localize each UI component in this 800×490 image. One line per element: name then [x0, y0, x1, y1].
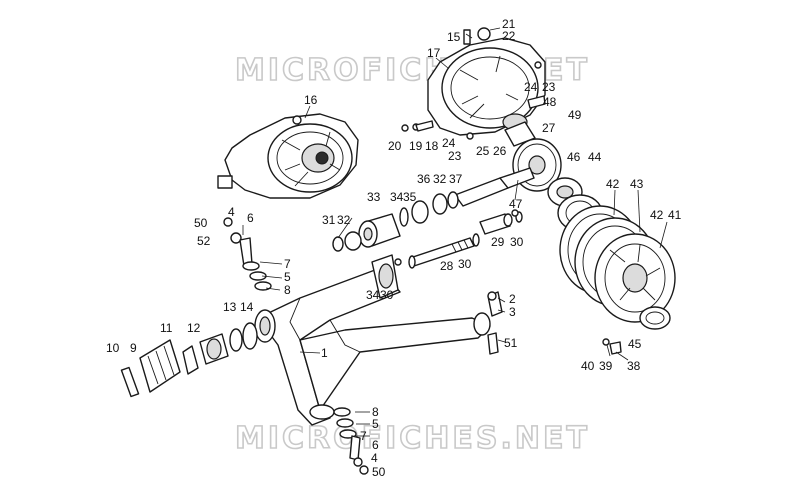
part-label-11: 11	[160, 321, 173, 335]
part-label-18: 18	[425, 139, 439, 153]
part-label-7-bottom: 7	[360, 429, 367, 443]
drive-shaft	[408, 233, 480, 269]
part-label-41: 41	[668, 208, 682, 222]
part-label-19: 19	[409, 139, 423, 153]
part-label-31: 31	[322, 213, 336, 227]
part-label-14: 14	[240, 300, 254, 314]
part-label-8-top: 8	[284, 283, 291, 297]
part-label-12: 12	[187, 321, 201, 335]
swing-arm	[254, 254, 491, 426]
part-label-40: 40	[581, 359, 595, 373]
drive-housing-17	[427, 27, 546, 136]
part-label-32-right: 32	[433, 172, 447, 186]
part-label-32-left: 32	[337, 213, 351, 227]
part-label-23-bottom: 23	[448, 149, 462, 163]
part-label-50-top: 50	[194, 216, 208, 230]
part-label-35: 35	[403, 190, 417, 204]
part-label-34-bottom: 34	[366, 288, 380, 302]
part-label-23-top: 23	[542, 80, 556, 94]
part-label-51: 51	[504, 336, 518, 350]
part-label-39: 39	[599, 359, 613, 373]
part-label-52: 52	[197, 234, 211, 248]
part-label-37: 37	[449, 172, 463, 186]
part-label-42-top: 42	[606, 177, 620, 191]
drive-housing-16	[217, 113, 359, 199]
part-label-6-bottom: 6	[372, 438, 379, 452]
part-label-49: 49	[568, 108, 582, 122]
part-label-5-bottom: 5	[372, 417, 379, 431]
part-label-44: 44	[588, 150, 602, 164]
part-label-10: 10	[106, 341, 120, 355]
part-label-46: 46	[567, 150, 581, 164]
part-label-4-top: 4	[228, 205, 235, 219]
part-label-30-c: 30	[380, 288, 394, 302]
bearing-housing	[332, 213, 401, 252]
part-label-28: 28	[440, 259, 454, 273]
fasteners	[223, 29, 622, 475]
part-number-labels: 1 2 3 4 4 5 5 6 6 7 7 8 8 9 10 11 12 13 …	[106, 17, 682, 479]
part-label-13: 13	[223, 300, 237, 314]
part-label-7-top: 7	[284, 257, 291, 271]
part-label-6-top: 6	[247, 211, 254, 225]
part-label-47: 47	[509, 197, 523, 211]
part-label-33: 33	[367, 190, 381, 204]
part-label-21: 21	[502, 17, 516, 31]
part-label-45: 45	[628, 337, 642, 351]
part-label-4-bottom: 4	[371, 451, 378, 465]
part-label-48: 48	[543, 95, 557, 109]
part-label-29: 29	[491, 235, 505, 249]
part-label-26: 26	[493, 144, 507, 158]
part-label-50-bottom: 50	[372, 465, 386, 479]
part-label-20: 20	[388, 139, 402, 153]
pinion-shaft	[399, 167, 535, 227]
part-label-9: 9	[130, 341, 137, 355]
part-label-36: 36	[417, 172, 431, 186]
part-label-38: 38	[627, 359, 641, 373]
part-label-2: 2	[509, 292, 516, 306]
watermark-bottom: MICROFICHES.NET	[235, 421, 590, 456]
part-label-15: 15	[447, 30, 461, 44]
part-label-34-top: 34	[390, 190, 404, 204]
part-label-25: 25	[476, 144, 490, 158]
leader-lines	[242, 27, 668, 437]
part-label-24-bottom: 24	[442, 136, 456, 150]
universal-joint-assembly	[120, 322, 258, 398]
part-label-5-top: 5	[284, 270, 291, 284]
part-label-27: 27	[542, 121, 556, 135]
part-label-24-top: 24	[524, 80, 538, 94]
part-label-30-a: 30	[510, 235, 524, 249]
part-label-30-b: 30	[458, 257, 472, 271]
hub-assembly	[547, 177, 676, 330]
part-label-42-right: 42	[650, 208, 664, 222]
part-label-3: 3	[509, 305, 516, 319]
part-label-1: 1	[321, 346, 328, 360]
part-label-16: 16	[304, 93, 318, 107]
part-label-8-bottom: 8	[372, 405, 379, 419]
part-label-22: 22	[502, 29, 516, 43]
part-label-17: 17	[427, 46, 441, 60]
part-label-43: 43	[630, 177, 644, 191]
